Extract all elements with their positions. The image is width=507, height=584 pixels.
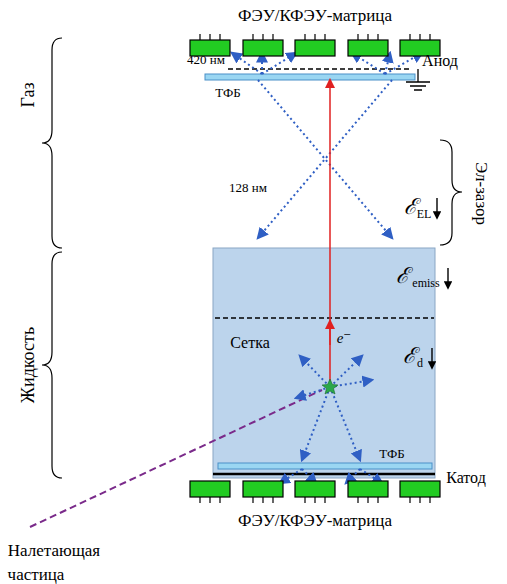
pmt-pin xyxy=(357,34,358,40)
pmt-pin xyxy=(419,497,420,503)
pmt-pin xyxy=(199,34,200,40)
electron-path xyxy=(329,80,331,385)
particle-label: частица xyxy=(8,566,65,583)
array-label: ФЭУ/КФЭУ-матрица xyxy=(238,512,392,529)
pmt-module xyxy=(243,481,283,497)
pmt-pin xyxy=(262,34,263,40)
field-subscript: d xyxy=(417,357,423,369)
region-label: Газ xyxy=(19,82,37,107)
tpb-label: ТФБ xyxy=(215,86,240,99)
pmt-pin xyxy=(324,34,325,40)
pmt-pin xyxy=(367,34,368,40)
field-symbol: ℰ xyxy=(396,265,409,287)
pmt-pin xyxy=(252,34,253,40)
pmt-pin xyxy=(314,497,315,503)
pmt-pin xyxy=(429,34,430,40)
pmt-pin xyxy=(314,34,315,40)
pmt-module xyxy=(348,40,388,56)
pmt-pin xyxy=(219,34,220,40)
field-subscript: emiss xyxy=(412,277,439,289)
tpb-label: ТФБ xyxy=(379,447,404,460)
wavelength-label: 128 нм xyxy=(229,181,267,194)
pmt-pin xyxy=(324,497,325,503)
vuv-rays xyxy=(232,53,422,483)
field-subscript: EL xyxy=(417,208,432,220)
wavelength-label: 420 нм xyxy=(187,53,225,66)
pmt-pin xyxy=(304,497,305,503)
pmt-pin xyxy=(409,497,410,503)
pmt-module xyxy=(348,481,388,497)
electron-label: e⁻ xyxy=(337,331,352,346)
anode-mesh xyxy=(228,68,412,70)
interaction-point xyxy=(322,379,338,394)
tpb-film-top xyxy=(205,74,415,80)
pmt-pin xyxy=(409,34,410,40)
pmt-pin xyxy=(209,34,210,40)
pmt-pin xyxy=(304,34,305,40)
pmt-module xyxy=(295,40,335,56)
field-symbol: ℰ xyxy=(403,345,416,367)
pmt-pin xyxy=(377,497,378,503)
pmt-pin xyxy=(367,497,368,503)
grid-label: Сетка xyxy=(230,335,270,351)
region-label: Жидкость xyxy=(19,327,37,403)
pmt-pin xyxy=(199,497,200,503)
array-label: ФЭУ/КФЭУ-матрица xyxy=(238,7,392,24)
pmt-module xyxy=(243,40,283,56)
pmt-pin xyxy=(357,497,358,503)
particle-track xyxy=(30,390,322,527)
liquid-brace xyxy=(42,252,62,478)
cathode-plate xyxy=(213,473,435,476)
pmt-pin xyxy=(377,34,378,40)
tpb-film-bottom xyxy=(218,463,432,469)
pmt-pin xyxy=(429,497,430,503)
anode-label: Анод xyxy=(422,53,458,69)
pmt-module xyxy=(190,481,230,497)
pmt-pin xyxy=(262,497,263,503)
gas-brace xyxy=(42,38,62,248)
pmt-pin xyxy=(272,497,273,503)
pmt-module xyxy=(295,481,335,497)
pmt-pin xyxy=(209,497,210,503)
electron-arrow xyxy=(329,321,331,345)
cathode-label: Катод xyxy=(446,470,486,486)
pmt-pin xyxy=(252,497,253,503)
liquid-volume xyxy=(213,248,435,478)
pmt-pin xyxy=(419,34,420,40)
field-symbol: ℰ xyxy=(404,196,417,218)
el-gap-brace xyxy=(440,140,462,245)
grid-mesh xyxy=(215,317,434,319)
pmt-pin xyxy=(219,497,220,503)
particle-label: Налетающая xyxy=(8,542,100,559)
pmt-module xyxy=(400,481,440,497)
pmt-pin xyxy=(272,34,273,40)
pmt-arrays xyxy=(190,34,440,503)
region-label: Эл-зазор xyxy=(474,161,491,224)
